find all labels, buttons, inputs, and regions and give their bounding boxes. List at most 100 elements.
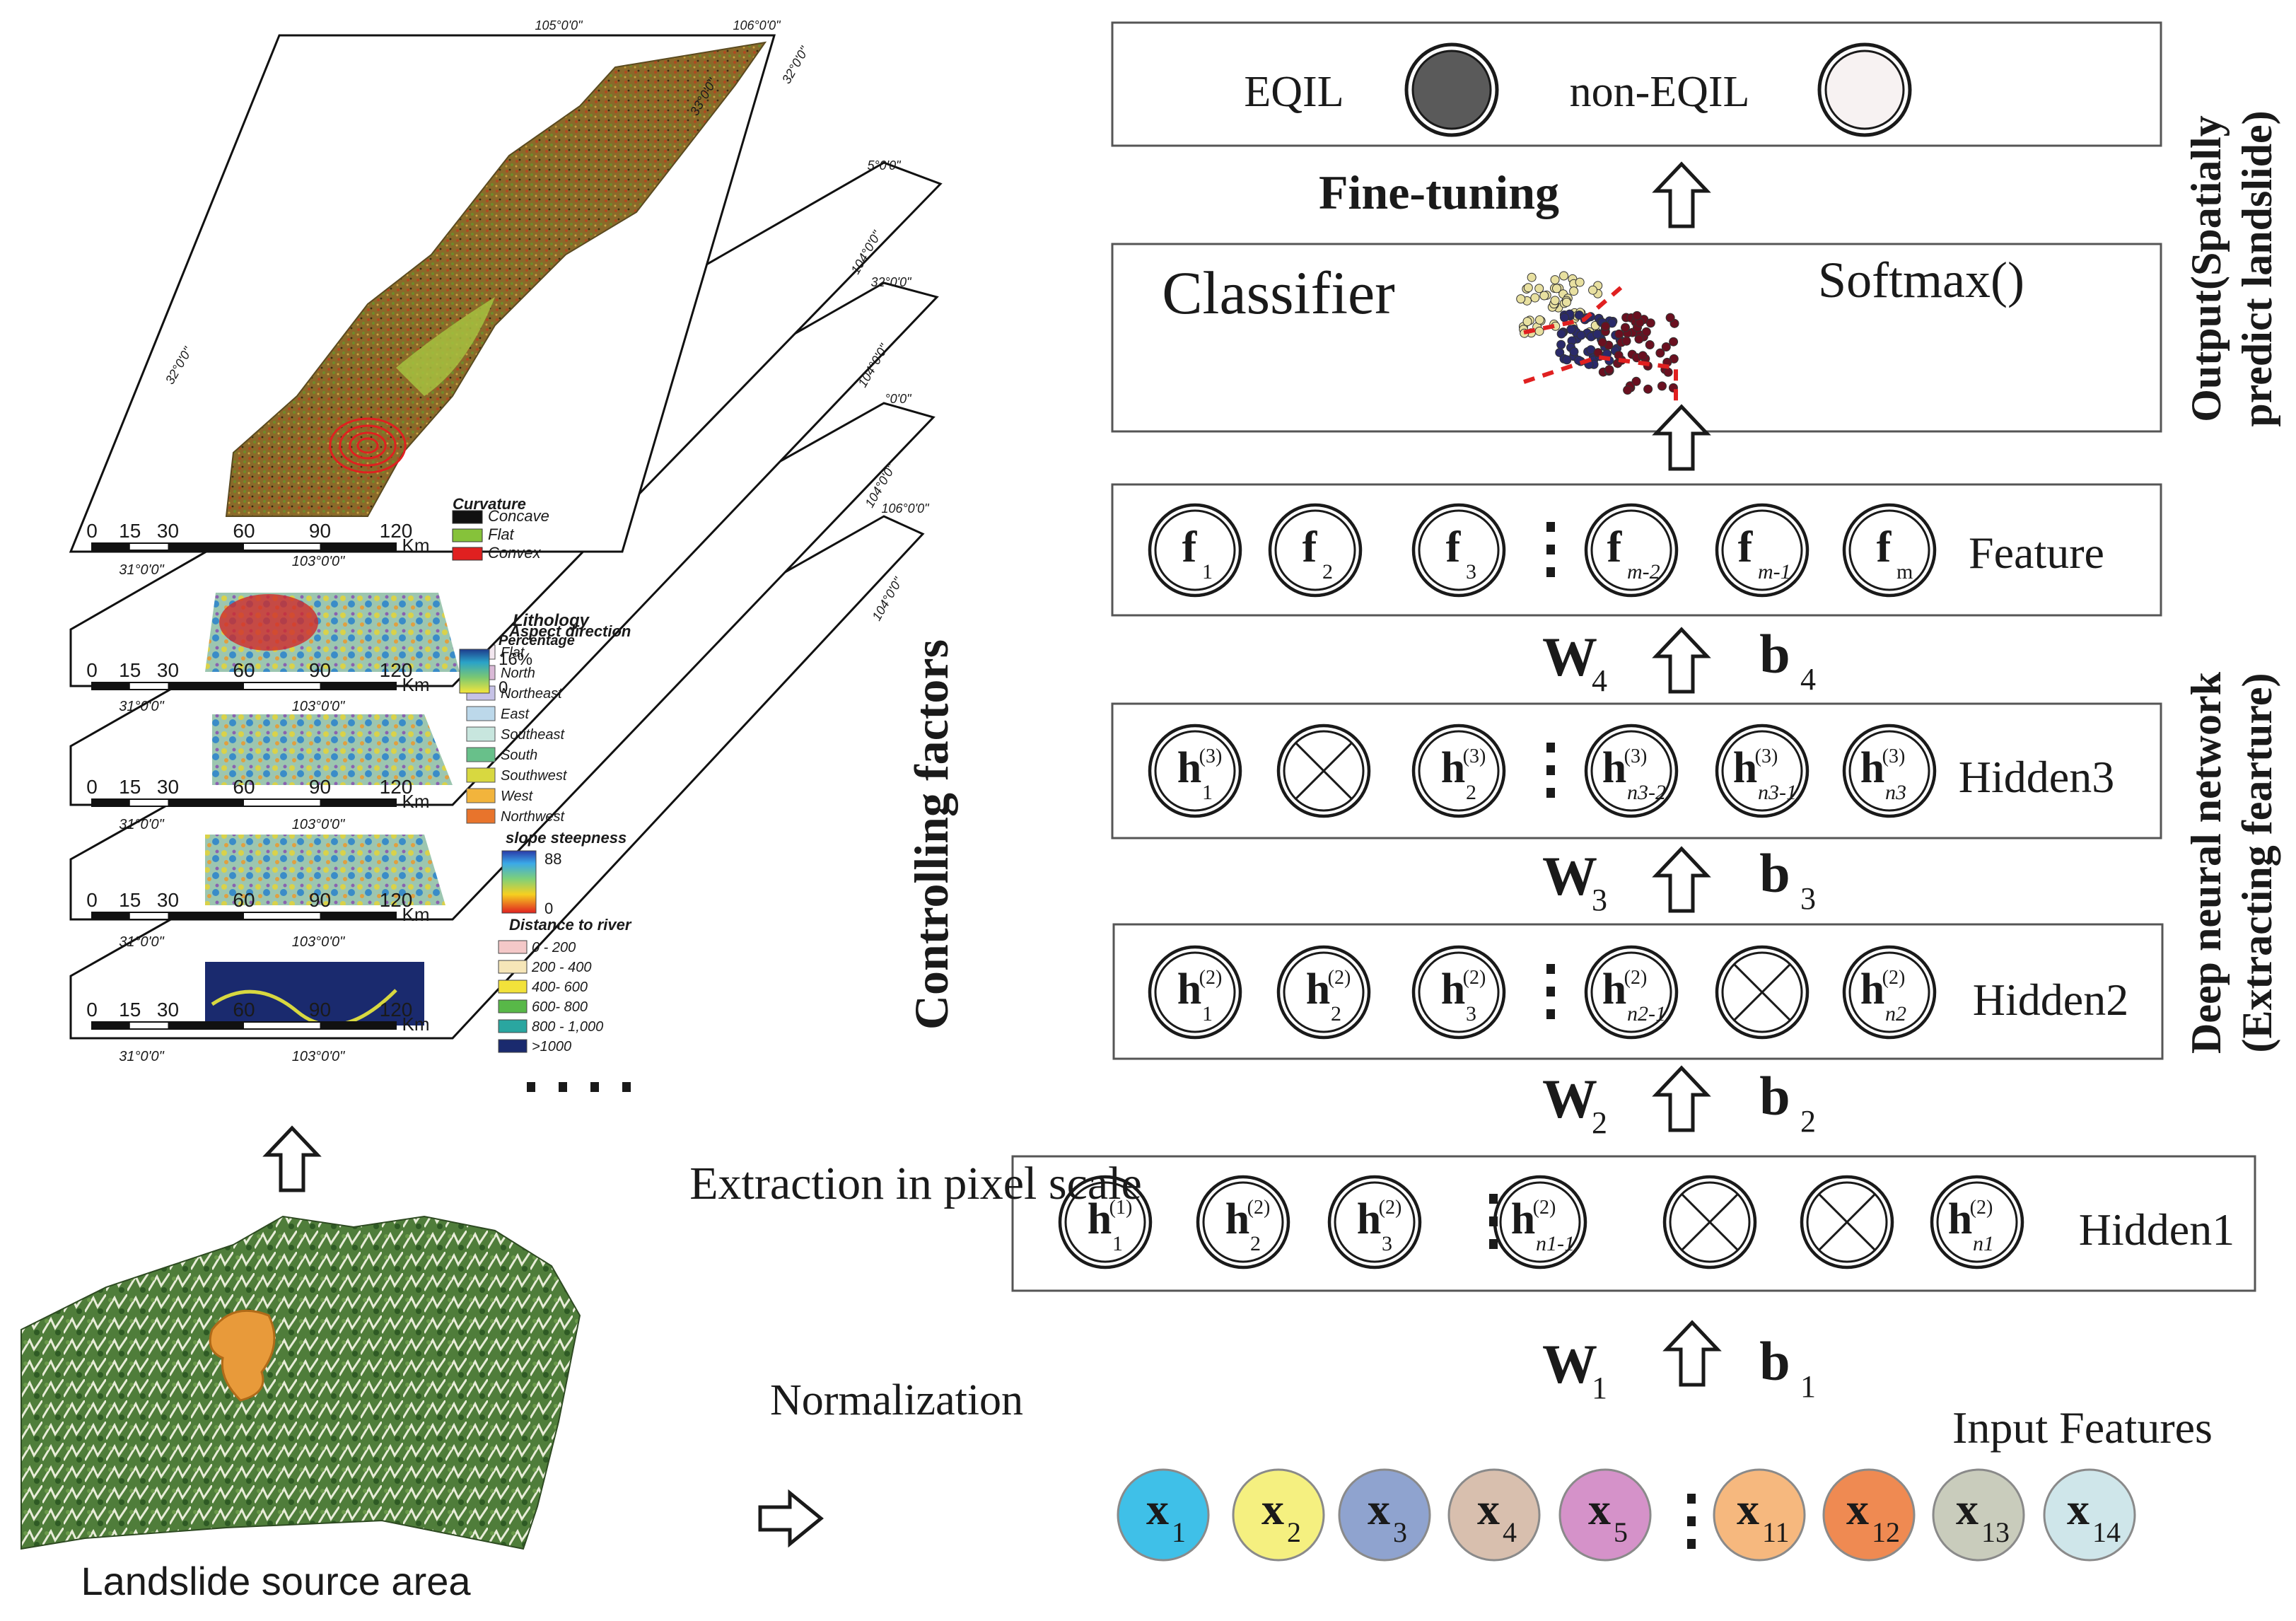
input-feature-circle [2043, 1468, 2136, 1562]
neuron-subscript: 3 [1382, 1232, 1392, 1255]
neuron-symbol: h [1441, 965, 1465, 1013]
scatter-point [1621, 336, 1631, 346]
neuron-inner-ring [1590, 730, 1672, 812]
input-feature-symbol: x [1588, 1484, 1611, 1534]
scatter-point [1632, 310, 1642, 320]
normalization-arrow-icon [758, 1489, 824, 1548]
neuron-subscript: m-1 [1758, 560, 1791, 583]
neuron-symbol: h [1860, 744, 1884, 792]
scale-tick-label: 90 [309, 889, 331, 911]
fine-tuning-arrow-icon [1652, 161, 1711, 228]
neuron-subscript: 1 [1112, 1232, 1123, 1255]
neuron-superscript: (3) [1199, 745, 1223, 767]
neuron-symbol: h [1733, 744, 1757, 792]
neuron-subscript: m [1896, 560, 1913, 583]
slope-color-ramp [501, 850, 537, 914]
river-legend-swatch [498, 960, 528, 974]
hidden3-node-1: h(3) 1 [1148, 724, 1242, 818]
classifier-arrow-icon [1652, 404, 1711, 471]
top-lon-label: 106°0'0" [733, 18, 781, 33]
neuron-superscript: (2) [1970, 1197, 1993, 1219]
lithology-red-zone [219, 594, 318, 651]
neuron-subscript: 2 [1331, 1002, 1341, 1026]
scatter-point [1638, 351, 1648, 361]
neuron-symbol: h [1177, 965, 1201, 1013]
slope-legend-title: slope steepness [506, 829, 627, 847]
vertical-ellipsis [1546, 964, 1555, 1019]
scatter-point [1588, 285, 1598, 295]
hidden1-node-6 [1800, 1175, 1894, 1270]
neuron-symbol: h [1602, 965, 1626, 1013]
output-side-label: Output(Spatially [2183, 115, 2230, 422]
lithology-legend-subtitle: Percentage [499, 633, 575, 649]
terrain-relief [21, 1215, 581, 1550]
input-feature-symbol: x [1261, 1484, 1284, 1534]
aspect-legend-swatch [466, 788, 496, 803]
input-feature-circle [1932, 1468, 2025, 1562]
scatter-point [1661, 342, 1671, 352]
vertical-ellipsis [1546, 522, 1555, 577]
aspect-legend-label: West [501, 789, 534, 804]
neuron-superscript: (2) [1463, 967, 1486, 989]
weight-symbol: W [1542, 626, 1597, 687]
hidden2-node-1: h(2)1 [1148, 945, 1242, 1040]
scatter-point [1574, 310, 1584, 320]
neuron-superscript: (3) [1755, 745, 1778, 767]
lat-label: 31°0'0" [119, 1049, 164, 1064]
scale-bar-segment [92, 543, 130, 550]
dropout-cross-icon [1295, 742, 1353, 800]
scatter-point [1621, 323, 1631, 332]
lithology-legend-title: Lithology [513, 611, 590, 630]
river-legend-swatch [498, 999, 528, 1013]
hidden1-node-1: h(1)1 [1058, 1175, 1153, 1270]
lithology-min-label: 0 [499, 678, 508, 697]
scale-bar-segment [168, 799, 244, 806]
scatter-point [1561, 297, 1571, 307]
neuron-subscript: 1 [1202, 781, 1213, 804]
scale-bar-segment [320, 799, 396, 806]
hidden2-node-5 [1715, 945, 1810, 1040]
scale-bar-segment [92, 682, 130, 690]
scale-bar-segment [168, 682, 244, 690]
non-eqil-label: non-EQIL [1570, 68, 1750, 116]
neuron-symbol: h [1602, 744, 1626, 792]
feature-layer-node-3: f3 [1411, 503, 1506, 598]
scatter-point [1523, 283, 1533, 293]
softmax-label: Softmax() [1818, 252, 2024, 308]
curvature-map-area [225, 41, 767, 517]
top-lon-label: 105°0'0" [535, 18, 583, 33]
lon-label: 103°0'0" [292, 1049, 345, 1064]
scale-tick-label: 120 [380, 520, 413, 542]
sheet-corner-label: 32°0'0" [870, 275, 912, 289]
scatter-point [1569, 347, 1579, 356]
eqil-fill [1411, 50, 1492, 130]
scale-tick-label: 60 [233, 889, 255, 911]
curvature-legend-swatch [452, 510, 483, 524]
scatter-point [1559, 313, 1569, 323]
neuron-superscript: (3) [1882, 745, 1906, 767]
scale-bar-segment [320, 912, 396, 919]
scale-tick-label: 60 [233, 776, 255, 798]
ellipsis-dot [622, 1082, 631, 1092]
neuron-symbol: h [1177, 744, 1201, 792]
river-legend-swatch [498, 940, 528, 954]
input-feature-symbol: x [1956, 1484, 1979, 1534]
w3-arrow-icon [1652, 846, 1711, 913]
neuron-symbol: h [1860, 965, 1884, 1013]
neuron-inner-ring [1936, 1181, 2018, 1263]
neuron-inner-ring [1848, 951, 1930, 1033]
input-feature-symbol: x [1846, 1484, 1869, 1534]
input-feature-circle [1232, 1468, 1325, 1562]
curvature-legend-label: Flat [488, 525, 515, 543]
scatter-point [1641, 327, 1651, 337]
aspect-legend-swatch [466, 747, 496, 762]
scatter-point [1527, 272, 1537, 282]
slope-max-label: 88 [544, 850, 561, 868]
lat-label: 31°0'0" [119, 817, 164, 832]
scatter-point [1614, 350, 1624, 360]
